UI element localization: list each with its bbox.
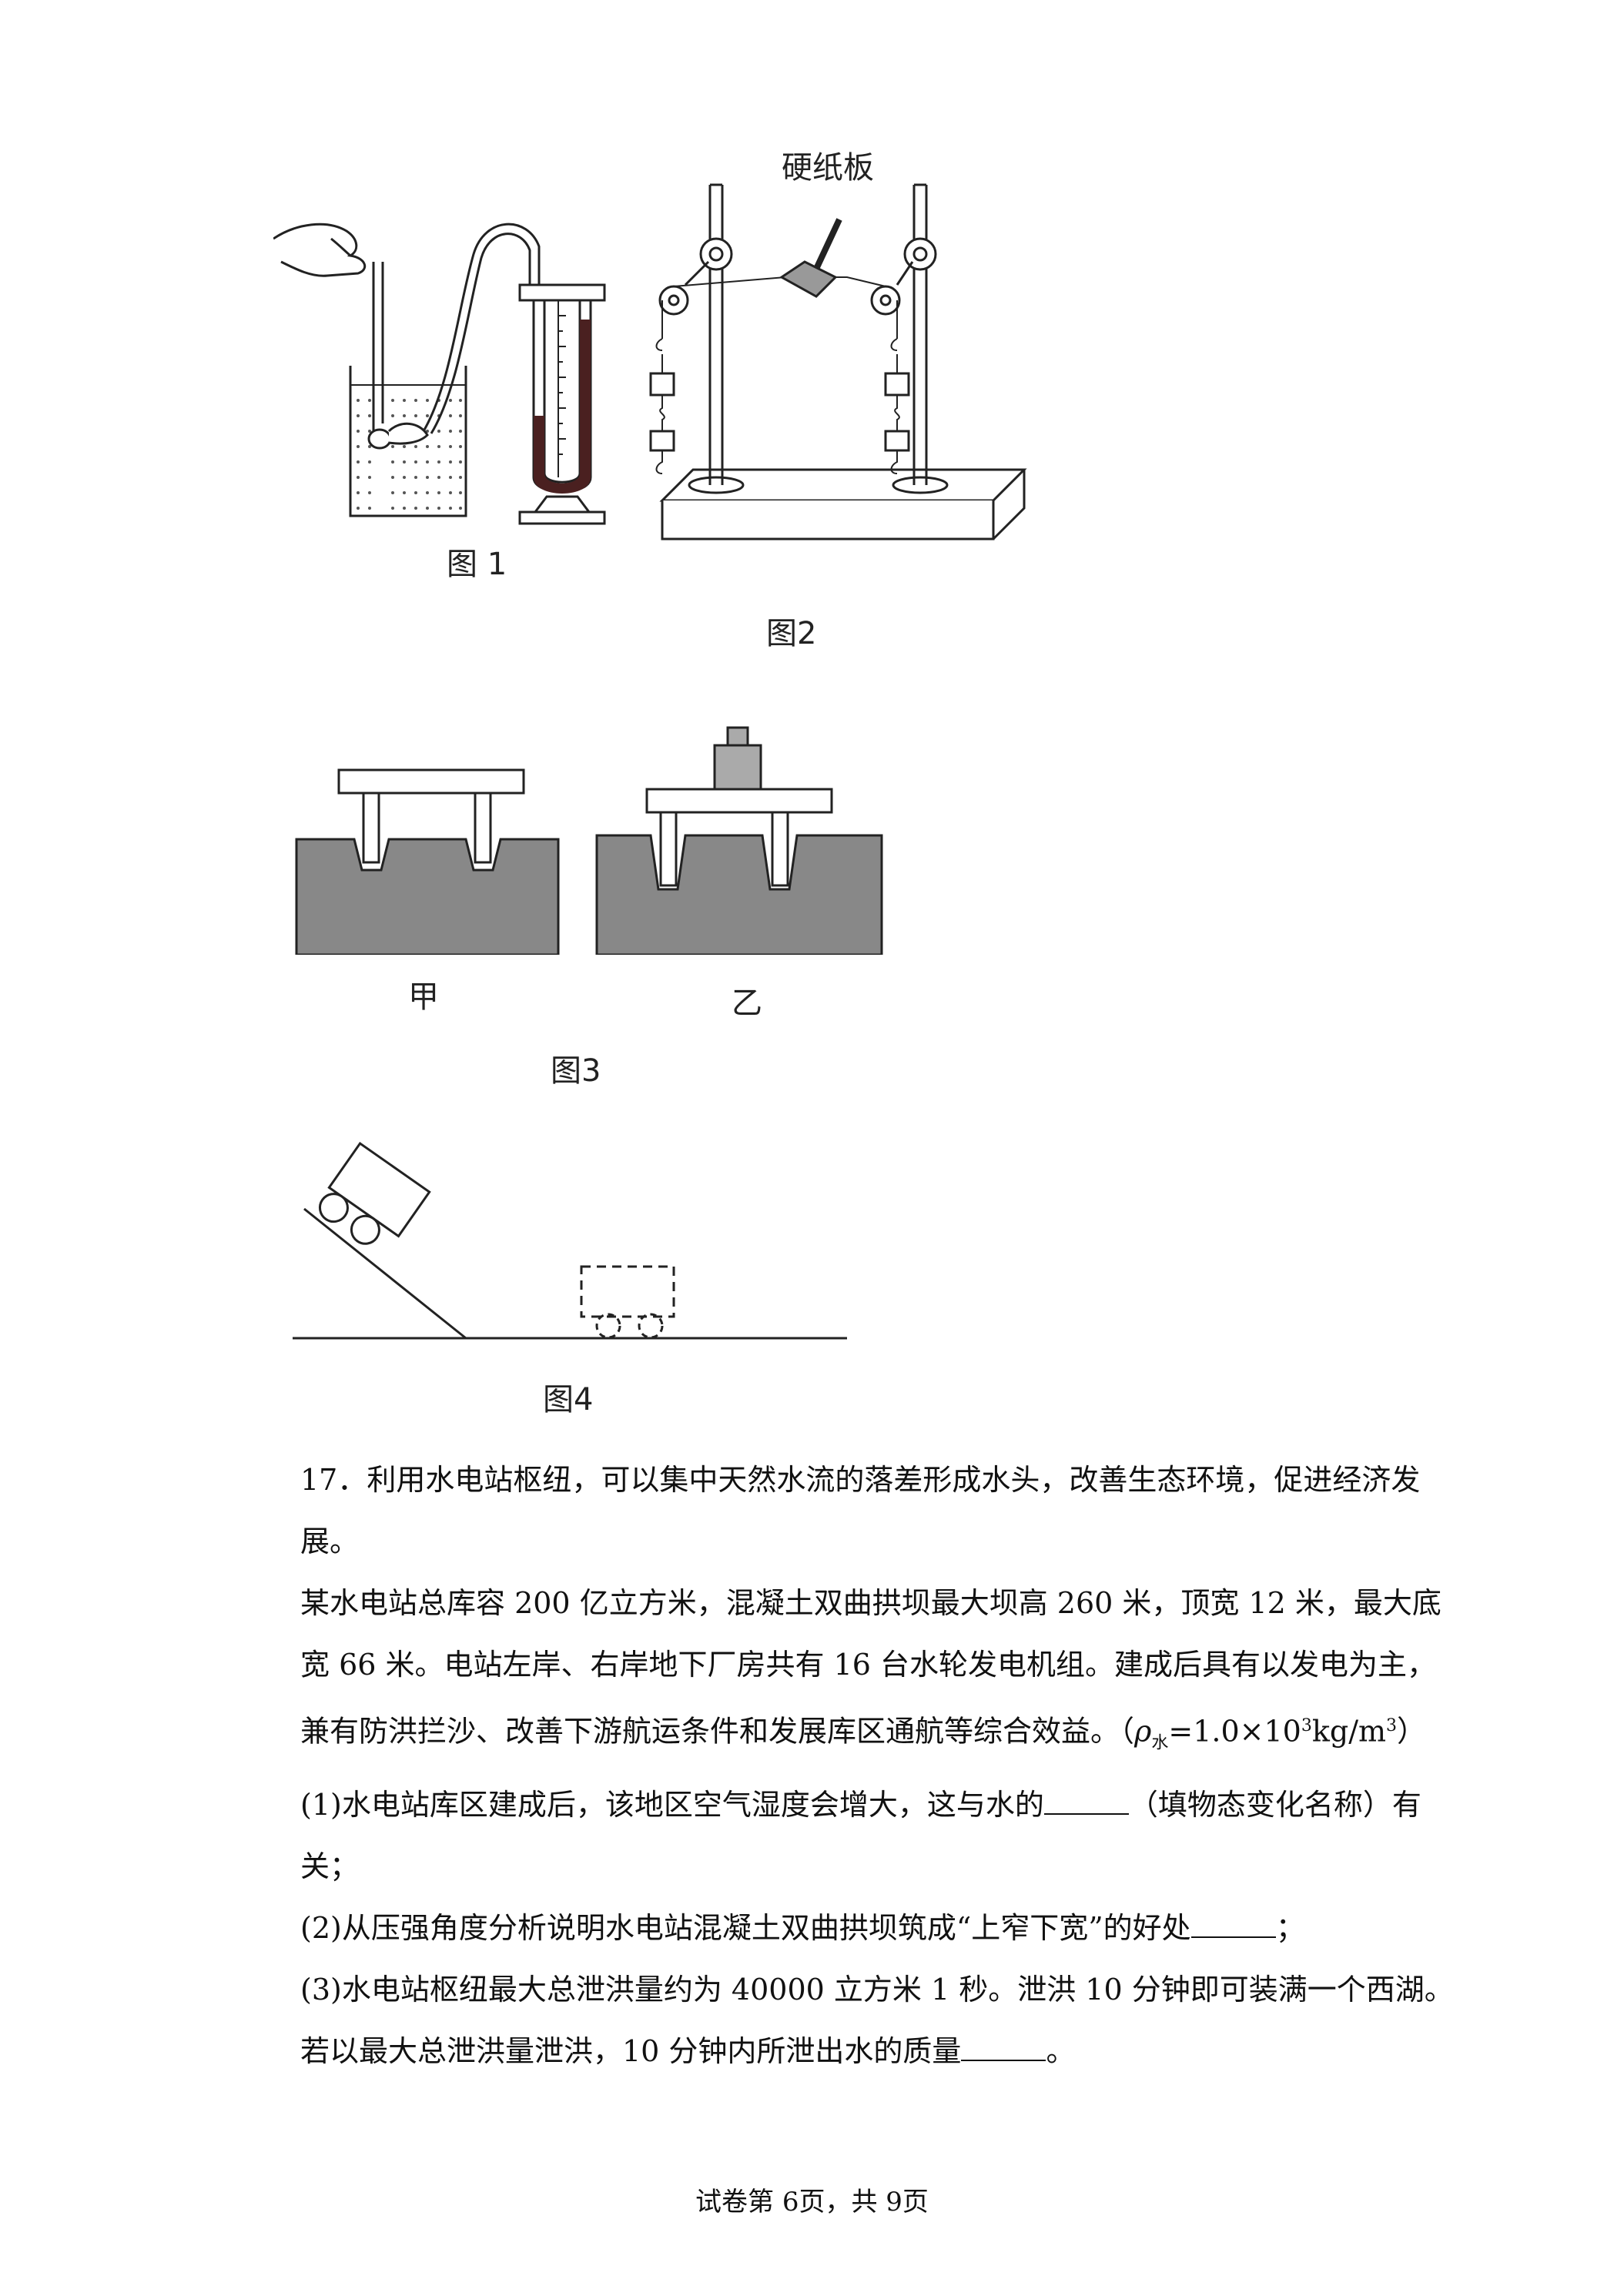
figure-3 (293, 724, 893, 955)
subquestion-3-line-1: (3)水电站枢纽最大总泄洪量约为 40000 立方米 1 秒。泄洪 10 分钟即… (300, 1973, 1454, 2007)
subquestion-3-text-a: 若以最大总泄洪量泄洪，10 分钟内所泄出水的质量 (300, 2034, 962, 2069)
page-footer: 试卷第 6页，共 9页 (695, 2187, 929, 2217)
rho-exponent: 3 (1301, 1716, 1312, 1735)
question-17: 17．利用水电站枢纽，可以集中天然水流的落差形成水头，改善生态环境，促进经济发 … (300, 1449, 1454, 2082)
question-intro-line-2: 展。 (300, 1525, 360, 1558)
figure-2-drawing (649, 183, 1027, 541)
subquestion-1-line-1: (1)水电站库区建成后，该地区空气湿度会增大，这与水的 （填物态变化名称）有 (300, 1774, 1421, 1836)
subquestion-3-text-b: 。 (1046, 2034, 1076, 2069)
figure-2 (631, 177, 1032, 577)
figure-2-label-cardboard: 硬纸板 (782, 150, 874, 186)
rho-unit-exponent: 3 (1386, 1716, 1398, 1735)
subquestion-1-line-2: 关； (300, 1849, 360, 1884)
rho-symbol: ρ (1134, 1714, 1152, 1749)
answer-blank-1[interactable] (1043, 1790, 1129, 1816)
answer-blank-2[interactable] (1190, 1913, 1276, 1939)
rho-unit: kg/m (1311, 1714, 1387, 1749)
para-line-3-prefix: 兼有防洪拦沙、改善下游航运条件和发展库区通航等综合效益。（ (300, 1714, 1135, 1749)
figure-3-caption: 图3 (551, 1053, 601, 1089)
figure-1-caption: 图 1 (447, 547, 507, 582)
answer-blank-3[interactable] (961, 2037, 1046, 2062)
figure-4-drawing (293, 1141, 847, 1340)
figure-2-caption: 图2 (766, 616, 817, 651)
subquestion-2: (2)从压强角度分析说明水电站混凝土双曲拱坝筑成“上窄下宽”的好处 ； (300, 1897, 1378, 1959)
figure-3-label-jia: 甲 (408, 979, 439, 1015)
subquestion-1-text-b: （填物态变化名称）有 (1128, 1788, 1421, 1822)
figure-3-label-yi: 乙 (732, 986, 762, 1021)
figure-3-drawing (295, 726, 883, 955)
question-para-line-1: 某水电站总库容 200 亿立方米，混凝土双曲拱坝最大坝高 260 米，顶宽 12… (300, 1586, 1442, 1620)
subquestion-2-text-b: ； (1275, 1911, 1305, 1946)
cardboard-shape (779, 260, 838, 298)
question-para-line-2: 宽 66 米。电站左岸、右岸地下厂房共有 16 台水轮发电机组。建成后具有以发电… (300, 1648, 1437, 1682)
figure-1-drawing (273, 223, 606, 525)
subquestion-3-line-2: 若以最大总泄洪量泄洪，10 分钟内所泄出水的质量 。 (300, 2020, 1378, 2082)
figure-1 (273, 216, 620, 539)
subquestion-2-text-a: (2)从压强角度分析说明水电站混凝土双曲拱坝筑成“上窄下宽”的好处 (300, 1911, 1191, 1946)
rho-value: =1.0×10 (1168, 1714, 1301, 1749)
rho-subscript: 水 (1151, 1733, 1169, 1753)
figure-4-caption: 图4 (543, 1382, 594, 1417)
figure-4 (285, 1132, 855, 1347)
subquestion-1-text-a: (1)水电站库区建成后，该地区空气湿度会增大，这与水的 (300, 1788, 1044, 1822)
question-para-line-3: 兼有防洪拦沙、改善下游航运条件和发展库区通航等综合效益。（ρ水=1.0×103k… (300, 1695, 1426, 1774)
para-line-3-suffix: ） (1397, 1714, 1427, 1749)
question-intro-line-1: 17．利用水电站枢纽，可以集中天然水流的落差形成水头，改善生态环境，促进经济发 (300, 1463, 1421, 1497)
